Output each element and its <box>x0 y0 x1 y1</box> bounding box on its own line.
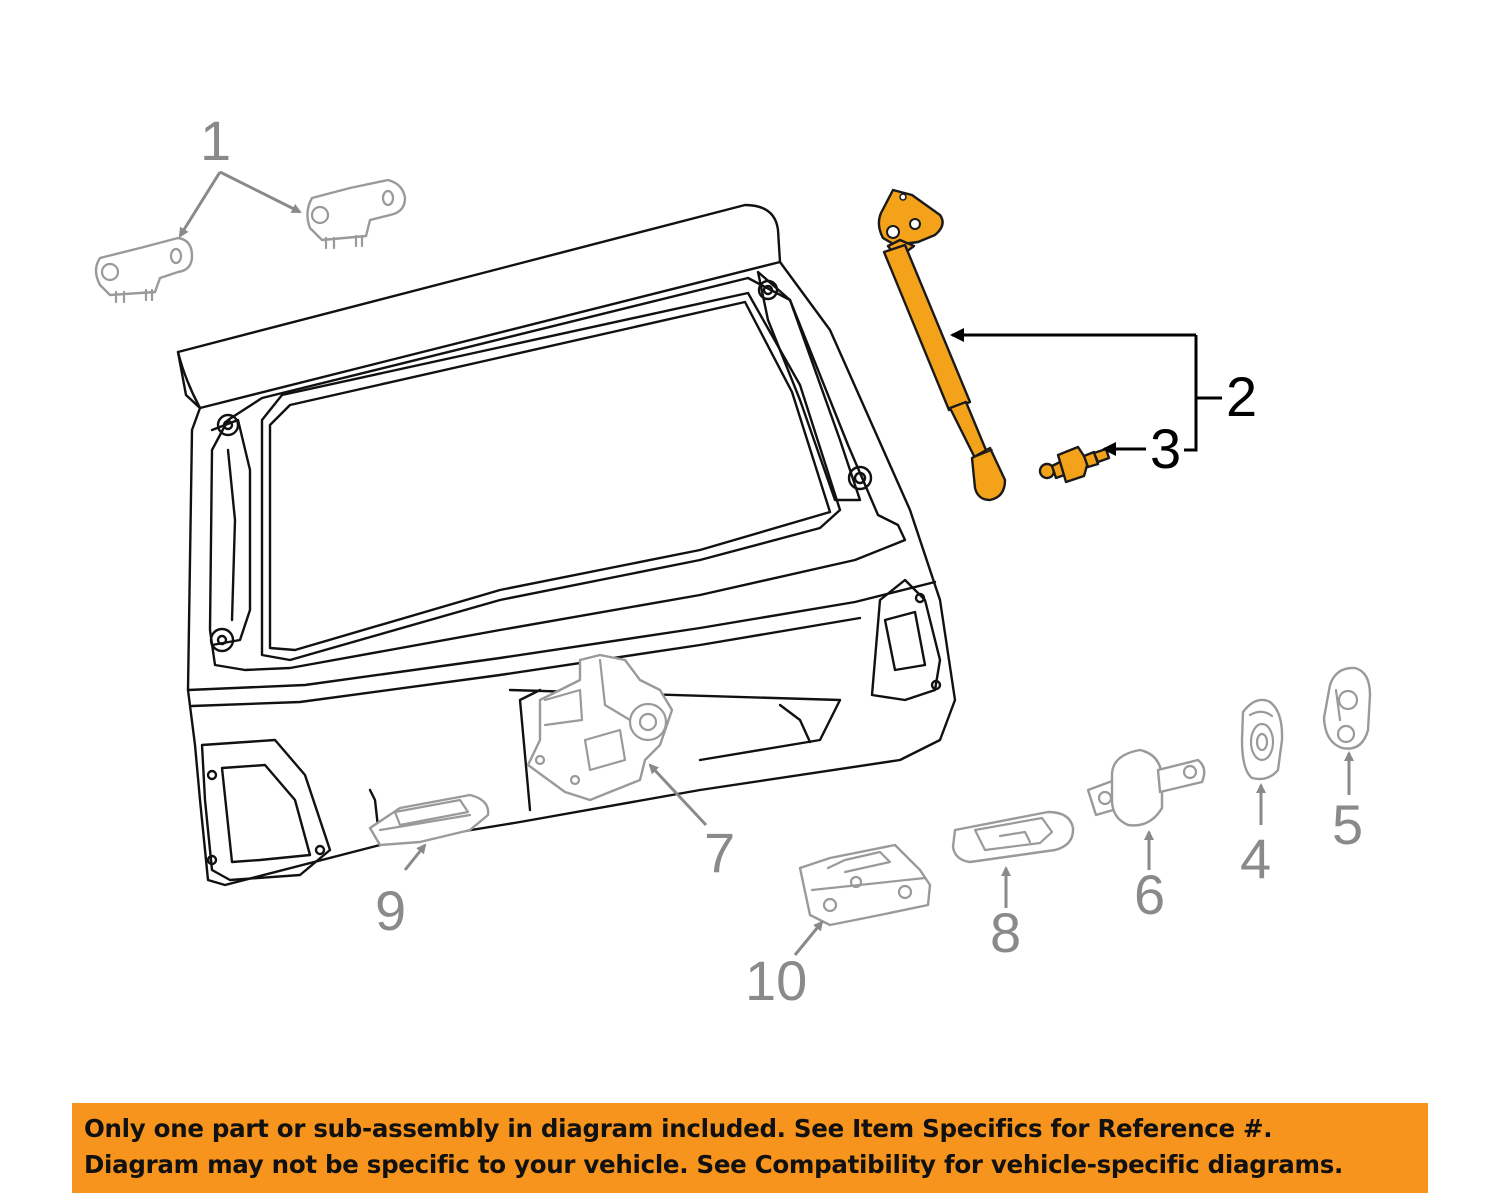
bumper-part-4 <box>1240 698 1284 781</box>
striker-part-10 <box>798 843 932 927</box>
callout-10: 10 <box>745 949 807 1012</box>
disclaimer-line-2: Diagram may not be specific to your vehi… <box>84 1150 1343 1179</box>
ball-stud-part-3 <box>1038 445 1111 484</box>
parts-diagram: 1 2 3 4 5 6 7 8 9 10 <box>94 109 1372 1012</box>
latch-part-7 <box>526 653 674 802</box>
callout-1: 1 <box>200 109 231 172</box>
callout-4: 4 <box>1240 827 1271 890</box>
handle-bezel-part-8 <box>951 810 1075 864</box>
callout-7: 7 <box>704 821 735 884</box>
callout-6: 6 <box>1134 863 1165 926</box>
cushion-part-6 <box>1086 748 1206 827</box>
callout-2: 2 <box>1226 365 1257 428</box>
handle-part-9 <box>368 793 490 847</box>
hinge-part-1 <box>94 178 407 304</box>
bumper-part-5 <box>1322 666 1372 750</box>
callout-5: 5 <box>1332 793 1363 856</box>
callout-3: 3 <box>1150 417 1181 480</box>
disclaimer-line-1: Only one part or sub-assembly in diagram… <box>84 1114 1273 1143</box>
disclaimer-banner: Only one part or sub-assembly in diagram… <box>72 1103 1428 1193</box>
callout-8: 8 <box>990 901 1021 964</box>
leader-lines <box>178 170 1354 956</box>
lift-support-strut-part-2 <box>877 188 1007 502</box>
callout-9: 9 <box>375 879 406 942</box>
liftgate-panel <box>176 203 957 887</box>
